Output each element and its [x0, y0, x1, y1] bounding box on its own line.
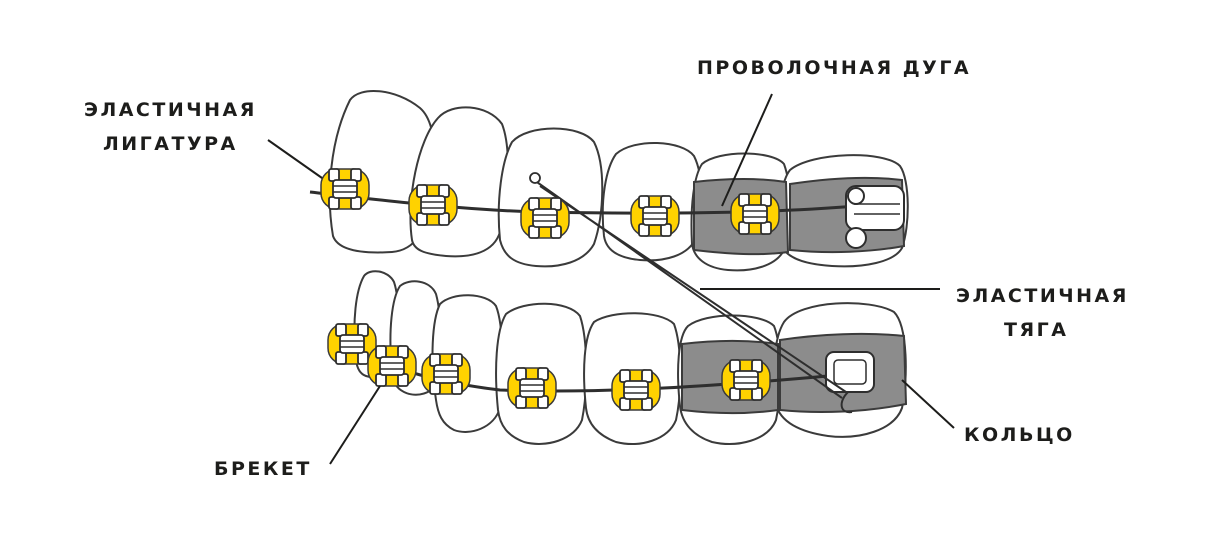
bracket — [408, 184, 458, 226]
bracket — [520, 197, 570, 239]
bracket — [630, 195, 680, 237]
leader-bracket — [329, 385, 381, 465]
lower-molar-tube — [825, 351, 875, 414]
leader-ring — [901, 379, 955, 429]
brackets — [320, 168, 780, 411]
bracket-base — [733, 370, 759, 390]
label-ligature-line2: ЛИГАТУРА — [103, 133, 238, 155]
bracket-slot — [734, 376, 758, 384]
bracket-base — [433, 364, 459, 384]
bracket-base — [742, 204, 768, 224]
leader-ligature — [267, 139, 323, 179]
bracket-base — [332, 179, 358, 199]
label-ring-text: КОЛЬЦО — [964, 424, 1075, 446]
bracket-slot — [743, 210, 767, 218]
label-archwire: ПРОВОЛОЧНАЯ ДУГА — [697, 51, 971, 85]
label-elastic: ЭЛАСТИЧНАЯ ТЯГА — [956, 279, 1129, 347]
bracket-slot — [533, 214, 557, 222]
bracket-slot — [333, 185, 357, 193]
label-ligature: ЭЛАСТИЧНАЯ ЛИГАТУРА — [84, 93, 257, 161]
label-ligature-line1: ЭЛАСТИЧНАЯ — [84, 99, 257, 121]
bracket-base — [642, 206, 668, 226]
label-archwire-text: ПРОВОЛОЧНАЯ ДУГА — [697, 57, 972, 79]
bracket-base — [623, 380, 649, 400]
leader-archwire — [721, 93, 773, 207]
bracket-slot — [421, 201, 445, 209]
label-elastic-line1: ЭЛАСТИЧНАЯ — [956, 285, 1129, 307]
label-bracket: БРЕКЕТ — [214, 452, 312, 486]
bracket — [320, 168, 370, 210]
bracket-slot — [624, 386, 648, 394]
bracket-slot — [520, 384, 544, 392]
bracket — [421, 353, 471, 395]
bracket-slot — [380, 362, 404, 370]
bracket-base — [339, 334, 365, 354]
bracket — [507, 367, 557, 409]
bracket — [611, 369, 661, 411]
upper-molar-tube — [845, 185, 905, 249]
bracket-slot — [643, 212, 667, 220]
label-bracket-text: БРЕКЕТ — [214, 458, 312, 480]
bracket-base — [519, 378, 545, 398]
bracket — [367, 345, 417, 387]
leader-lines — [267, 93, 955, 465]
label-elastic-line2: ТЯГА — [1004, 319, 1069, 341]
bracket-base — [420, 195, 446, 215]
bracket-base — [532, 208, 558, 228]
elastic-band — [533, 179, 847, 399]
bracket — [327, 323, 377, 365]
bracket-slot — [340, 340, 364, 348]
bracket — [721, 359, 771, 401]
label-ring: КОЛЬЦО — [964, 418, 1075, 452]
bracket-base — [379, 356, 405, 376]
bracket-slot — [434, 370, 458, 378]
bracket — [730, 193, 780, 235]
